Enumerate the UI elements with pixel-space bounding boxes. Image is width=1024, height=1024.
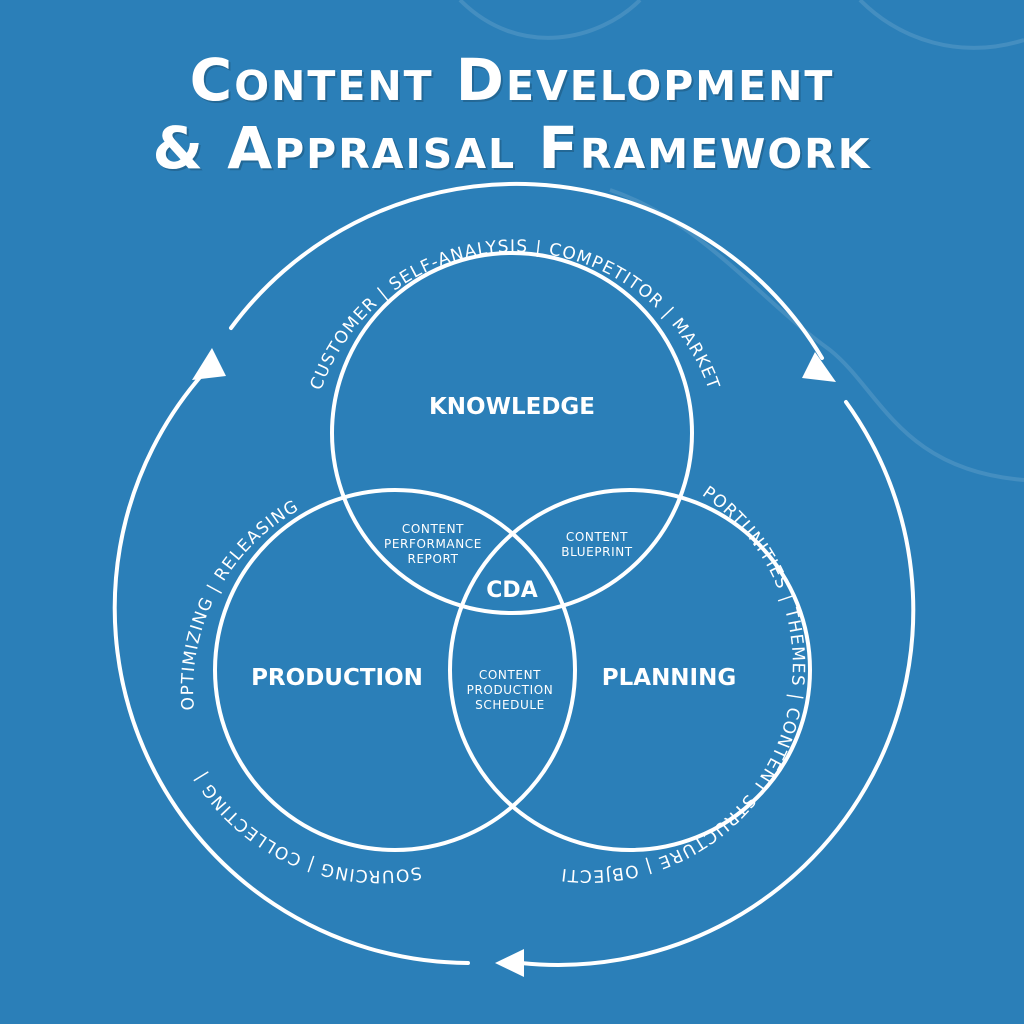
content-production-schedule-label: CONTENT PRODUCTION SCHEDULE xyxy=(467,668,554,712)
svg-text:CONTENT: CONTENT xyxy=(479,668,541,682)
svg-text:REPORT: REPORT xyxy=(408,552,459,566)
title-line-2: & Appraisal Framework xyxy=(152,114,872,182)
arrowhead-left-icon xyxy=(192,348,226,380)
svg-text:BLUEPRINT: BLUEPRINT xyxy=(561,545,633,559)
arrowhead-right-icon xyxy=(802,352,836,382)
cycle-arrow-icon xyxy=(112,181,916,967)
knowledge-label: KNOWLEDGE xyxy=(429,394,595,420)
production-circle xyxy=(213,488,577,852)
production-label: PRODUCTION xyxy=(251,665,423,691)
knowledge-ring-label: CUSTOMER | SELF-ANALYSIS | COMPETITOR | … xyxy=(307,237,724,393)
arrowhead-bottom-icon xyxy=(495,949,524,977)
knowledge-circle xyxy=(330,251,694,615)
cda-center-label: CDA xyxy=(486,578,537,603)
planning-circle xyxy=(448,488,812,852)
planning-label: PLANNING xyxy=(602,665,737,691)
svg-text:PRODUCTION: PRODUCTION xyxy=(467,683,554,697)
content-blueprint-label: CONTENT BLUEPRINT xyxy=(561,530,633,559)
svg-text:CONTENT: CONTENT xyxy=(566,530,628,544)
svg-text:PERFORMANCE: PERFORMANCE xyxy=(384,537,482,551)
arrowhead-icons xyxy=(192,348,836,977)
title-line-1: Content Development xyxy=(189,46,835,114)
planning-ring-label: OPPORTUNITIES | THEMES | CONTENT STRUCTU… xyxy=(0,0,807,886)
background-decoration xyxy=(458,0,1024,482)
svg-text:SCHEDULE: SCHEDULE xyxy=(475,698,545,712)
content-performance-report-label: CONTENT PERFORMANCE REPORT xyxy=(384,522,482,566)
svg-text:CONTENT: CONTENT xyxy=(402,522,464,536)
